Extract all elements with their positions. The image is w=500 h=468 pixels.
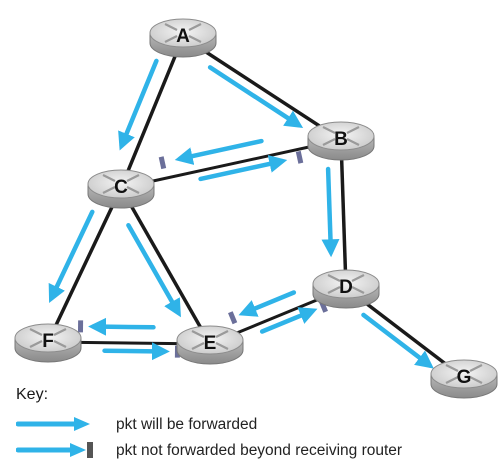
router-A[interactable]: A [149,18,217,58]
forwarded-arrow-C-F [48,209,95,304]
forwarded-arrow-A-B [207,65,304,129]
blocked-arrow-F-E [102,342,170,361]
link-B-C [120,138,342,190]
blocked-arrow-B-C [174,138,264,165]
router-D[interactable]: D [312,269,380,309]
blocker-bar-C-B [295,150,304,164]
router-label-D: D [339,277,353,298]
forwarded-arrow-A-C [118,58,159,151]
blocker-bar-B-C [158,156,167,170]
router-arrows-icon [322,126,360,146]
link-A-C [119,36,185,189]
router-label-G: G [457,367,472,388]
router-arrows-icon [164,23,202,43]
key-legend: Key: pkt will be forwarded pkt not forwa… [16,386,486,466]
forwarded-arrow-B-D [321,166,340,258]
forwarded-arrow-D-G [361,312,434,369]
link-B-D [339,139,348,289]
router-label-E: E [204,333,217,354]
router-arrows-icon [445,364,483,384]
blocked-arrow-C-B [198,155,288,182]
not-forwarded-arrow-icon [16,442,93,458]
arrows-layer [48,58,434,369]
router-C[interactable]: C [87,169,155,209]
router-label-C: C [114,177,128,198]
key-title: Key: [16,386,49,403]
router-label-B: B [334,129,348,150]
blocker-bar-D-E [228,311,238,325]
key-row-forwarded: pkt will be forwarded [16,414,486,440]
link-C-E [119,187,212,345]
key-not-forwarded-label: pkt not forwarded beyond receiving route… [116,442,403,459]
key-row-not-forwarded: pkt not forwarded beyond receiving route… [16,440,486,466]
link-C-F [46,187,123,343]
router-arrows-icon [29,328,67,348]
router-label-F: F [42,331,54,352]
forwarded-arrow-icon [16,417,90,431]
blocked-arrow-D-E [238,290,297,317]
router-B[interactable]: B [307,121,375,161]
routers-layer: A B C D E F G [14,18,498,399]
blocked-arrow-E-D [259,307,318,334]
router-F[interactable]: F [14,323,82,363]
router-G[interactable]: G [430,359,498,399]
key-forwarded-label: pkt will be forwarded [116,416,258,433]
router-arrows-icon [327,274,365,294]
router-arrows-icon [191,330,229,350]
forwarded-arrow-C-E [126,223,181,318]
link-A-B [182,35,342,142]
router-E[interactable]: E [176,325,244,365]
router-arrows-icon [102,174,140,194]
blocked-arrow-E-F [88,317,156,336]
router-label-A: A [176,26,190,47]
